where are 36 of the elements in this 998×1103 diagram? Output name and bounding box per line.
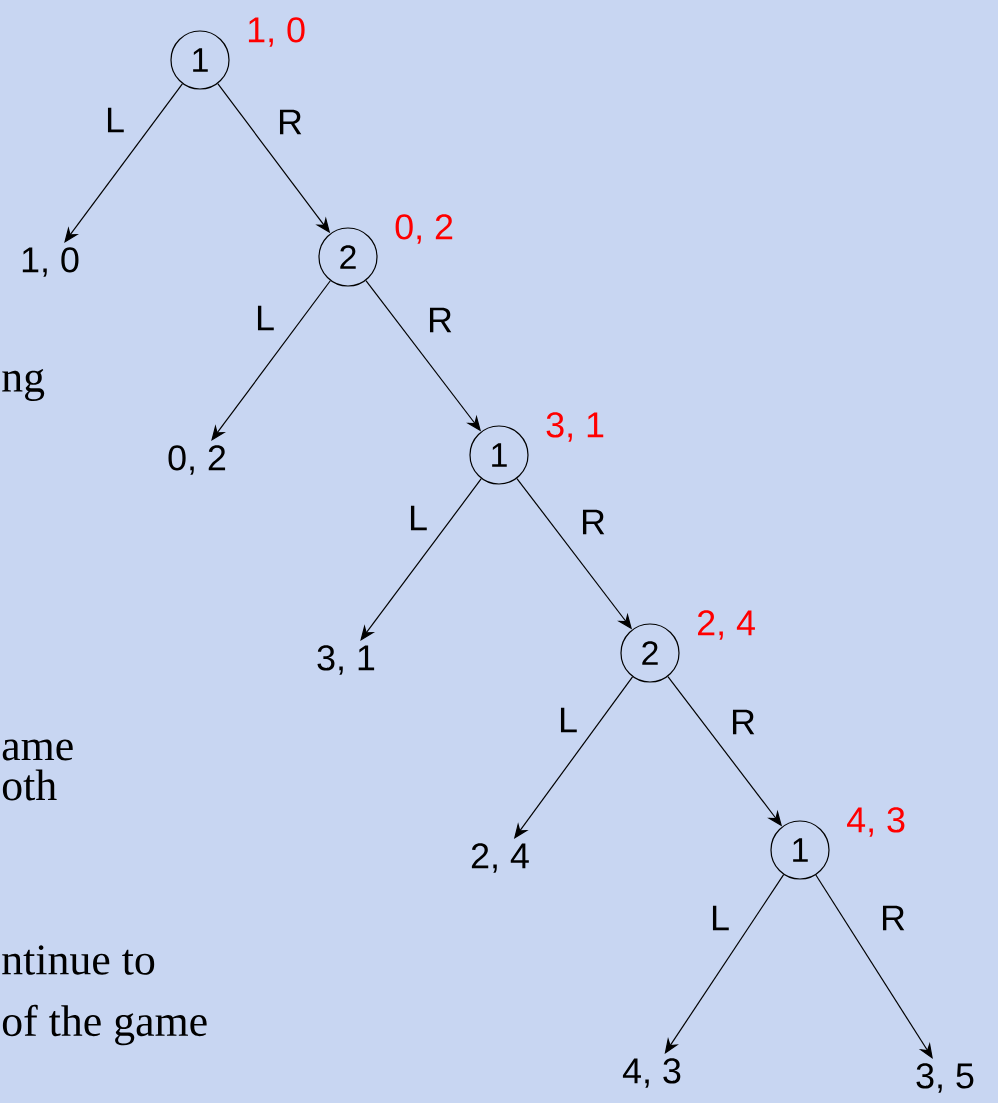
payoff-label: 1, 0 — [22, 247, 79, 277]
decision-node: 1 — [469, 425, 529, 485]
edge-label: L — [712, 905, 729, 931]
cut-off-text: of the game — [2, 1004, 207, 1046]
edge-label: R — [883, 905, 905, 931]
arrow — [664, 874, 785, 1054]
payoff-label: 0, 2 — [395, 214, 453, 244]
edge-label: L — [560, 707, 577, 733]
cut-off-text: ame — [2, 739, 73, 761]
edge-label: L — [410, 505, 427, 531]
edge-label: R — [583, 509, 605, 535]
payoff-label: 2, 4 — [698, 610, 755, 640]
cut-off-text: oth — [2, 769, 57, 801]
edge-label: R — [733, 709, 755, 735]
edge-label: R — [280, 109, 302, 135]
edge-label: L — [107, 107, 124, 133]
edge-label: L — [257, 305, 274, 331]
decision-node: 1 — [170, 30, 230, 90]
arrow — [360, 478, 482, 641]
payoff-label: 0, 2 — [168, 445, 226, 475]
arrow — [64, 83, 183, 243]
decision-node: 1 — [770, 820, 830, 880]
cut-off-text: ng — [2, 369, 45, 401]
arrow — [211, 280, 331, 441]
payoff-label: 1, 0 — [248, 17, 305, 47]
edge-label: R — [430, 307, 452, 333]
payoff-label: 3, 5 — [916, 1063, 974, 1093]
payoff-label: 3, 1 — [317, 645, 375, 675]
decision-node: 2 — [318, 227, 378, 287]
arrow — [815, 874, 933, 1059]
payoff-label: 4, 3 — [847, 807, 905, 837]
payoff-label: 4, 3 — [622, 1058, 681, 1088]
payoff-label: 3, 1 — [546, 412, 604, 442]
decision-node: 2 — [620, 623, 680, 683]
cut-off-text: ntinue to — [2, 945, 155, 975]
payoff-label: 2, 4 — [471, 843, 529, 873]
